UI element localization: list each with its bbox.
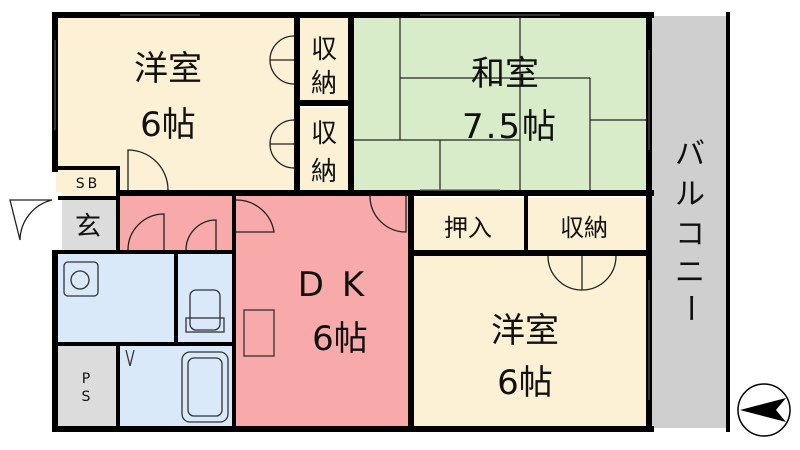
western-nw-door xyxy=(127,149,169,191)
toilet xyxy=(189,289,221,331)
western-se-size: 6帖 xyxy=(497,363,553,403)
toilet-door xyxy=(185,219,217,251)
balcony-char-4: ニ xyxy=(675,255,705,290)
room-washroom-fill xyxy=(56,254,174,342)
dk-door xyxy=(235,199,275,233)
pipe-space-char-2: S xyxy=(82,389,91,405)
storage-mid-label: 収納 xyxy=(560,214,608,242)
room-entrance-fill xyxy=(62,200,118,250)
japanese-size: 7.5帖 xyxy=(462,107,558,147)
room-toilet-fill xyxy=(178,254,234,342)
storage-top-1-door xyxy=(269,35,295,85)
entrance-label: 玄 xyxy=(75,212,101,242)
balcony-char-2: ル xyxy=(675,177,705,212)
kitchen-counter xyxy=(243,309,275,357)
washbasin xyxy=(63,261,99,297)
storage-top-2-char-2: 納 xyxy=(311,157,337,187)
balcony-char-5: ー xyxy=(672,293,707,323)
balcony-char-1: バ xyxy=(675,137,705,172)
closet-label: 押入 xyxy=(444,214,492,242)
room-storage-top-2-fill xyxy=(300,108,348,192)
entrance-door-swing xyxy=(9,199,53,241)
western-nw-name: 洋室 xyxy=(134,49,202,89)
pipe-space-char-1: P xyxy=(82,371,90,387)
room-storage-mid-fill xyxy=(528,198,646,250)
walls xyxy=(52,12,730,432)
room-storage-top-1-fill xyxy=(300,16,348,102)
room-western-nw-fill xyxy=(56,16,294,192)
washroom-door xyxy=(127,213,165,251)
dk-name: DK xyxy=(298,265,382,305)
room-dk-fill xyxy=(234,196,410,428)
dk-size: 6帖 xyxy=(312,319,368,359)
storage-top-1-char-2: 納 xyxy=(311,69,337,99)
room-japanese-fill xyxy=(354,16,648,192)
doors xyxy=(9,35,617,291)
storage-mid-door xyxy=(547,255,617,291)
room-pipe-space-fill xyxy=(56,346,118,428)
room-shoe-box-fill xyxy=(62,168,116,196)
balcony-char-3: コ xyxy=(675,217,705,252)
room-closet-fill xyxy=(414,198,524,250)
room-bath-fill xyxy=(120,346,234,428)
tatami-lines xyxy=(354,16,648,192)
balcony-fill xyxy=(652,16,728,428)
western-se-name: 洋室 xyxy=(491,311,559,351)
fixtures xyxy=(63,261,275,423)
bathtub xyxy=(181,351,229,423)
north-arrow-icon xyxy=(737,383,791,437)
room-western-se-fill xyxy=(414,256,648,428)
shoe-box-label: SB xyxy=(76,176,101,192)
storage-top-2-char-1: 収 xyxy=(311,119,337,149)
windows xyxy=(54,14,650,400)
japanese-door xyxy=(369,195,407,233)
western-nw-size: 6帖 xyxy=(140,105,196,145)
japanese-name: 和室 xyxy=(471,54,539,94)
storage-top-2-door xyxy=(269,119,295,169)
storage-top-1-char-1: 収 xyxy=(311,35,337,65)
